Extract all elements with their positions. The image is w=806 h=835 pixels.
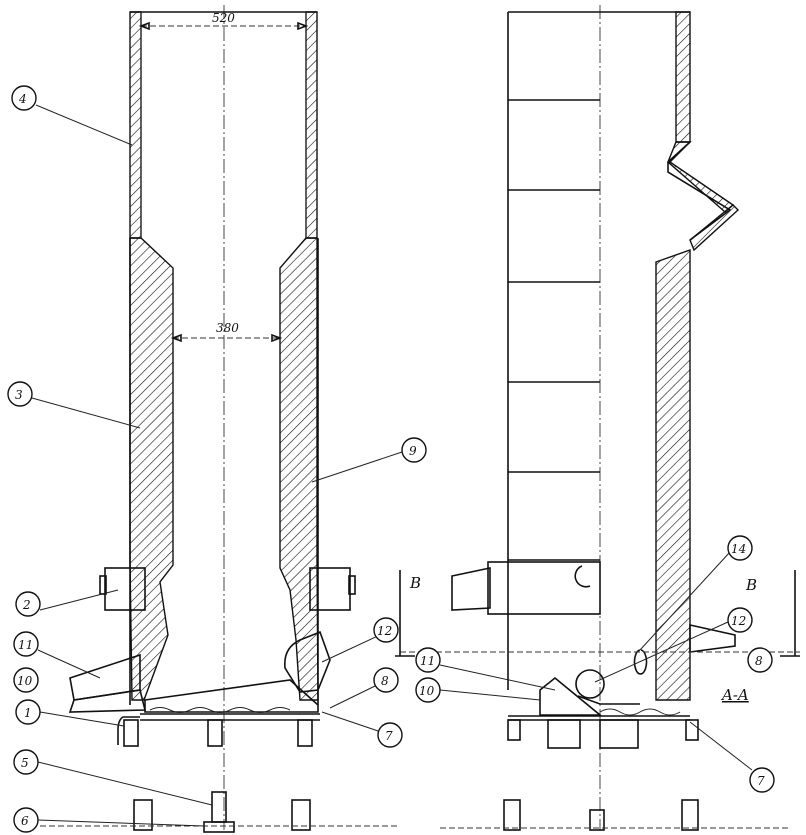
section-view-label: A-A xyxy=(720,686,749,704)
left-tube-wall-right xyxy=(305,11,318,239)
callout-10-left: 10 xyxy=(13,667,39,693)
callout-9: 9 xyxy=(401,437,427,463)
left-hearth xyxy=(144,679,319,713)
svg-text:7: 7 xyxy=(385,729,393,743)
left-foot-left xyxy=(133,799,153,831)
right-tube-wall xyxy=(675,11,691,143)
callout-11-left: 11 xyxy=(13,631,39,657)
callout-1: 1 xyxy=(15,699,41,725)
left-leg-3 xyxy=(297,719,313,747)
right-sight-glass xyxy=(574,565,591,588)
right-port xyxy=(633,649,648,675)
left-lining-left xyxy=(129,237,174,701)
dim-label-380: 380 xyxy=(216,321,239,335)
svg-text:10: 10 xyxy=(17,674,33,688)
right-tuyere-box xyxy=(487,561,601,615)
right-door xyxy=(575,669,605,699)
callouts: 4 3 9 2 11 10 1 5 6 12 8 7 11 10 14 12 8… xyxy=(7,85,775,833)
right-frame-leg-2 xyxy=(685,719,699,741)
section-marker-left: B xyxy=(409,574,421,592)
callout-10-right: 10 xyxy=(415,677,441,703)
left-section-view: 520 380 xyxy=(40,5,400,833)
svg-text:12: 12 xyxy=(731,614,746,628)
callout-11-right: 11 xyxy=(415,647,441,673)
right-burner-box-2 xyxy=(599,719,639,749)
svg-text:5: 5 xyxy=(21,756,29,770)
svg-text:6: 6 xyxy=(21,814,29,828)
callout-5: 5 xyxy=(13,749,39,775)
left-post-base xyxy=(203,821,235,833)
left-pipe-hook xyxy=(117,716,140,745)
left-leg-2 xyxy=(207,719,223,747)
svg-text:8: 8 xyxy=(381,674,389,688)
callout-12-right: 12 xyxy=(727,607,753,633)
svg-text:11: 11 xyxy=(420,654,435,668)
svg-text:11: 11 xyxy=(18,638,33,652)
right-foot-3 xyxy=(681,799,699,831)
callout-12-left: 12 xyxy=(373,617,399,643)
right-grate-particles xyxy=(599,708,681,716)
left-foot-right xyxy=(291,799,311,831)
leader-lines xyxy=(31,104,753,827)
right-ash-flap xyxy=(539,676,603,716)
right-foot-1 xyxy=(503,799,521,831)
right-foot-2 xyxy=(589,809,605,831)
svg-text:3: 3 xyxy=(15,388,23,402)
svg-text:7: 7 xyxy=(757,774,765,788)
right-hopper-lower xyxy=(689,204,740,252)
svg-text:8: 8 xyxy=(755,654,763,668)
svg-text:4: 4 xyxy=(18,92,27,106)
left-tuyere-box-left xyxy=(104,567,146,611)
right-lining xyxy=(655,249,691,701)
right-flap xyxy=(689,624,736,653)
left-tuyere-cap-right xyxy=(348,575,356,595)
callout-6: 6 xyxy=(13,807,39,833)
svg-text:9: 9 xyxy=(409,444,417,458)
callout-7-left: 7 xyxy=(377,722,403,748)
right-air-pipe xyxy=(451,567,491,611)
callout-4: 4 xyxy=(11,85,37,111)
right-bands xyxy=(508,99,600,561)
right-frame-leg-1 xyxy=(507,719,521,741)
callout-2: 2 xyxy=(15,591,41,617)
right-hopper-wall xyxy=(667,141,735,213)
callout-8-left: 8 xyxy=(373,667,399,693)
left-tube-wall-left xyxy=(129,11,142,239)
left-door xyxy=(283,630,331,693)
right-burner-box-1 xyxy=(547,719,581,749)
left-grate-particles xyxy=(149,707,291,713)
callout-14: 14 xyxy=(727,535,753,561)
left-leg-1 xyxy=(123,719,139,747)
svg-text:14: 14 xyxy=(731,542,746,556)
left-tuyere-box-right xyxy=(309,567,351,611)
svg-text:10: 10 xyxy=(419,684,435,698)
callout-3: 3 xyxy=(7,381,33,407)
left-lining-right xyxy=(279,237,319,701)
callout-7-right: 7 xyxy=(749,767,775,793)
section-marker-right: B xyxy=(745,576,757,594)
callout-8-right: 8 xyxy=(747,647,773,673)
dim-label-520: 520 xyxy=(212,11,235,25)
svg-text:12: 12 xyxy=(377,624,392,638)
dim-arrows-520 xyxy=(138,21,309,31)
right-elevation-view: B B A-A xyxy=(395,5,800,831)
dim-arrows-380 xyxy=(170,333,283,343)
right-door-linkage xyxy=(577,695,640,705)
svg-text:2: 2 xyxy=(22,598,31,612)
svg-text:1: 1 xyxy=(24,706,32,720)
